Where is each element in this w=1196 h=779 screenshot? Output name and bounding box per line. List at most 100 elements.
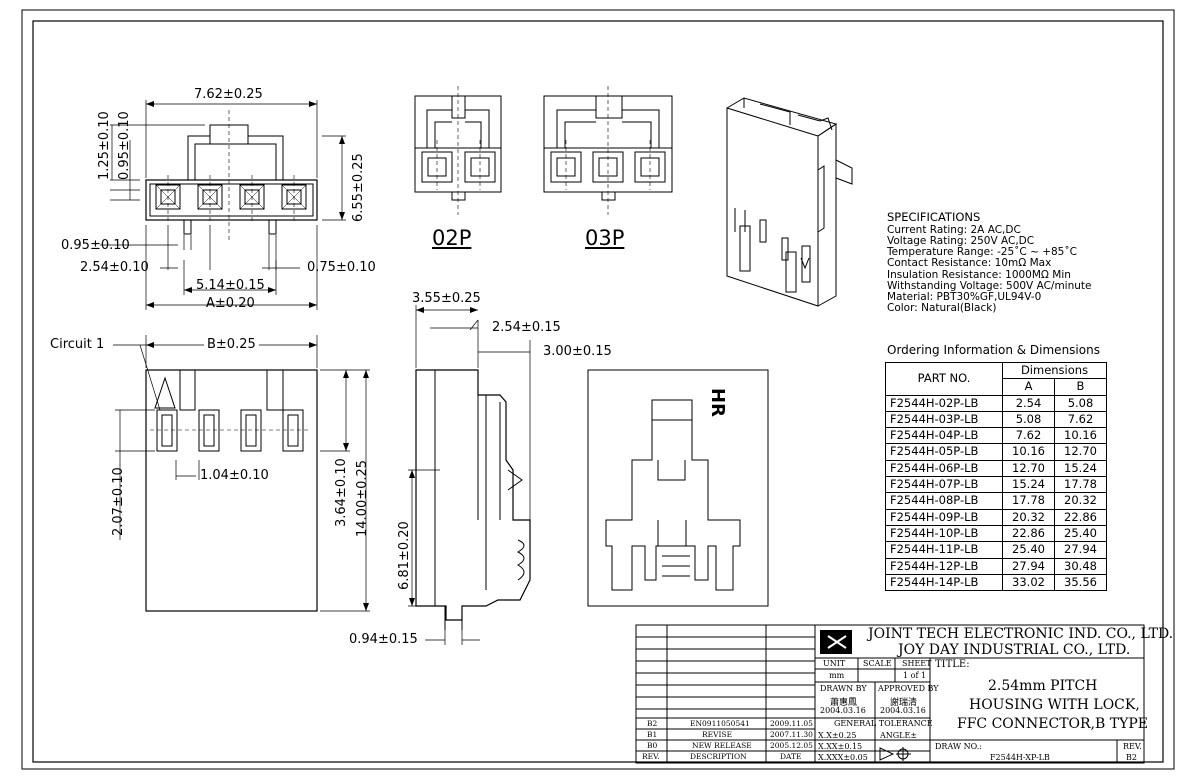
spec-line: Temperature Range: -25˚C ~ +85˚C [887, 246, 1077, 258]
sheet-label: SHEET [902, 659, 932, 668]
cell-b: 10.16 [1054, 427, 1107, 445]
variant-02p-view [414, 86, 502, 215]
approved-by-label: APPROVED BY [878, 684, 939, 693]
isometric-view [726, 97, 853, 307]
variant-label-02p: 02P [432, 226, 472, 250]
company-name-2: JOY DAY INDUSTRIAL CO., LTD. [898, 642, 1131, 658]
rev-row-desc: NEW RELEASE [692, 741, 752, 750]
cell-part: F2544H-09P-LB [885, 508, 1003, 526]
drawn-by-name: 蕭惠鳳 [830, 698, 858, 708]
drawn-date: 2004.03.16 [820, 706, 866, 715]
cell-b: 30.48 [1054, 557, 1107, 575]
cell-a: 2.54 [1002, 394, 1055, 412]
tol-x: X.X±0.25 [818, 731, 857, 740]
rev-row-date: 2009.11.05 [770, 719, 813, 728]
cell-b: 12.70 [1054, 443, 1107, 461]
cell-part: F2544H-02P-LB [885, 394, 1003, 412]
cell-a: 12.70 [1002, 459, 1055, 478]
tolerance-label: GENERAL TOLERANCE [834, 719, 933, 728]
spec-line: Current Rating: 2A AC,DC [887, 224, 1021, 236]
spec-line: Material: PBT30%GF,UL94V-0 [887, 291, 1042, 303]
cell-a: 10.16 [1002, 443, 1055, 461]
cell-part: F2544H-14P-LB [885, 573, 1003, 592]
cell-a: 22.86 [1002, 524, 1055, 543]
dim-top-width: 7.62±0.25 [194, 87, 263, 102]
specifications-title: SPECIFICATIONS [887, 210, 981, 224]
dim-side-top1: 3.55±0.25 [412, 291, 481, 306]
cell-part: F2544H-06P-LB [885, 459, 1003, 478]
rev-row-rev: B2 [647, 719, 658, 728]
spec-line: Color: Natural(Black) [887, 302, 997, 314]
ordering-title: Ordering Information & Dimensions [887, 343, 1100, 357]
cell-b: 7.62 [1054, 410, 1107, 429]
sheet-value: 1 of 1 [903, 671, 927, 680]
draw-no-label: DRAW NO.: [935, 742, 982, 751]
spec-line: Contact Resistance: 10mΩ Max [887, 257, 1052, 269]
drawn-by-label: DRAWN BY [820, 684, 867, 693]
cell-b: 35.56 [1054, 573, 1107, 592]
circuit-1-label: Circuit 1 [50, 337, 105, 352]
cell-b: 20.32 [1054, 492, 1107, 510]
spec-line: Insulation Resistance: 1000MΩ Min [887, 269, 1071, 281]
dim-peg-width: 0.95±0.10 [61, 238, 130, 253]
bottom-view [113, 335, 370, 612]
front-view [100, 100, 346, 310]
dim-side-bottom: 0.94±0.15 [349, 632, 418, 647]
approved-date: 2004.03.16 [880, 706, 926, 715]
rev-header-date: DATE [780, 752, 802, 761]
rev-label: REV. [1123, 742, 1142, 751]
title-line-1: 2.54mm PITCH [988, 678, 1098, 694]
dim-pitch: 2.54±0.10 [80, 260, 149, 275]
rev-row-desc: EN0911050541 [690, 719, 750, 728]
cell-part: F2544H-10P-LB [885, 524, 1003, 543]
cell-part: F2544H-03P-LB [885, 410, 1003, 429]
rev-header-rev: REV. [642, 752, 660, 761]
dim-side-top2: 2.54±0.15 [492, 320, 561, 335]
cell-part: F2544H-12P-LB [885, 557, 1003, 575]
rev-row-date: 2007.11.30 [770, 730, 813, 739]
cell-a: 17.78 [1002, 492, 1055, 510]
variant-label-03p: 03P [585, 226, 625, 250]
angle-label: ANGLE± [880, 731, 918, 740]
approved-by-name: 謝瑞清 [890, 698, 918, 708]
cell-part: F2544H-07P-LB [885, 476, 1003, 494]
scale-label: SCALE [863, 659, 892, 668]
rev-row-rev: B0 [647, 741, 658, 750]
header-a: A [1002, 378, 1055, 396]
variant-03p-view [543, 86, 673, 215]
dim-side-top3: 3.00±0.15 [543, 344, 612, 359]
cell-part: F2544H-05P-LB [885, 443, 1003, 461]
title-line-3: FFC CONNECTOR,B TYPE [957, 716, 1148, 732]
cell-b: 22.86 [1054, 508, 1107, 526]
rev-value: B2 [1126, 753, 1137, 762]
cell-b: 15.24 [1054, 459, 1107, 478]
dim-slot-width: 1.04±0.10 [200, 468, 269, 483]
tol-xxx: X.XXX±0.05 [818, 753, 868, 762]
cell-a: 33.02 [1002, 573, 1055, 592]
spec-line: Voltage Rating: 250V AC,DC [887, 235, 1035, 247]
spec-line: Withstanding Voltage: 500V AC/minute [887, 280, 1092, 292]
side-view [408, 305, 531, 645]
cell-b: 25.40 [1054, 524, 1107, 543]
header-part-no: PART NO. [885, 362, 1003, 396]
cell-b: 5.08 [1054, 394, 1107, 412]
dim-peg-gap: 0.75±0.10 [307, 260, 376, 275]
dim-width-b: B±0.25 [204, 337, 259, 352]
header-dimensions: Dimensions [1002, 361, 1107, 380]
unit-value: mm [829, 671, 845, 680]
rev-row-desc: REVISE [702, 730, 733, 739]
header-b: B [1054, 378, 1107, 396]
unit-label: UNIT [823, 659, 846, 668]
draw-no-value: F2544H-XP-LB [990, 753, 1050, 762]
cell-part: F2544H-08P-LB [885, 492, 1003, 510]
